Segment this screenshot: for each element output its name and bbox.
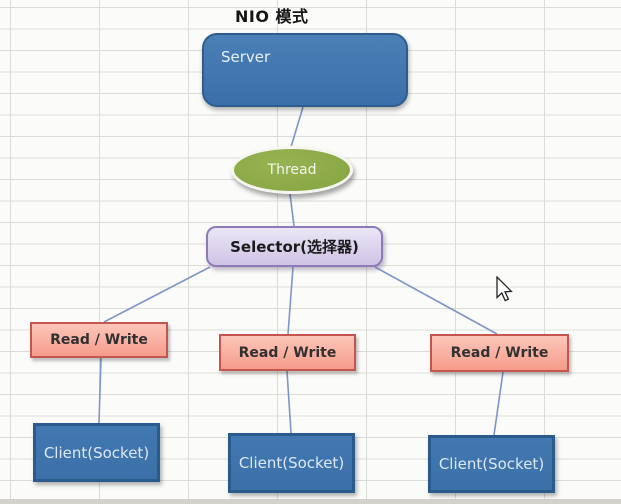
node-server-label: Server bbox=[221, 48, 271, 66]
node-read-write-2[interactable]: Read / Write bbox=[219, 334, 356, 371]
node-client-1-label: Client(Socket) bbox=[43, 443, 150, 462]
node-read-write-3[interactable]: Read / Write bbox=[430, 334, 569, 372]
node-selector[interactable]: Selector(选择器) bbox=[206, 226, 383, 267]
node-server[interactable]: Server bbox=[202, 33, 408, 107]
node-thread-label: Thread bbox=[267, 162, 317, 178]
node-read-write-1[interactable]: Read / Write bbox=[30, 322, 168, 358]
node-read-write-1-label: Read / Write bbox=[50, 332, 148, 348]
node-client-2[interactable]: Client(Socket) bbox=[228, 433, 355, 493]
node-selector-label: Selector(选择器) bbox=[230, 238, 359, 256]
edge-readwrite3-client3 bbox=[493, 371, 504, 436]
node-client-1[interactable]: Client(Socket) bbox=[33, 423, 160, 482]
node-thread[interactable]: Thread bbox=[231, 146, 353, 194]
bottom-edge-shadow bbox=[0, 499, 621, 504]
edge-thread-selector bbox=[289, 193, 295, 227]
node-client-3[interactable]: Client(Socket) bbox=[428, 435, 555, 493]
edge-selector-readwrite-2 bbox=[287, 266, 294, 335]
node-read-write-2-label: Read / Write bbox=[238, 344, 337, 361]
edge-readwrite2-client2 bbox=[286, 370, 292, 434]
node-client-3-label: Client(Socket) bbox=[438, 455, 545, 473]
edge-server-thread bbox=[290, 106, 304, 148]
edge-selector-readwrite-1 bbox=[103, 266, 211, 323]
diagram-title: NIO 模式 bbox=[235, 7, 309, 26]
node-client-2-label: Client(Socket) bbox=[238, 454, 345, 472]
arrow-cursor bbox=[496, 276, 513, 302]
edge-selector-readwrite-3 bbox=[374, 266, 498, 335]
node-read-write-3-label: Read / Write bbox=[450, 345, 549, 361]
edge-readwrite1-client1 bbox=[98, 357, 102, 424]
